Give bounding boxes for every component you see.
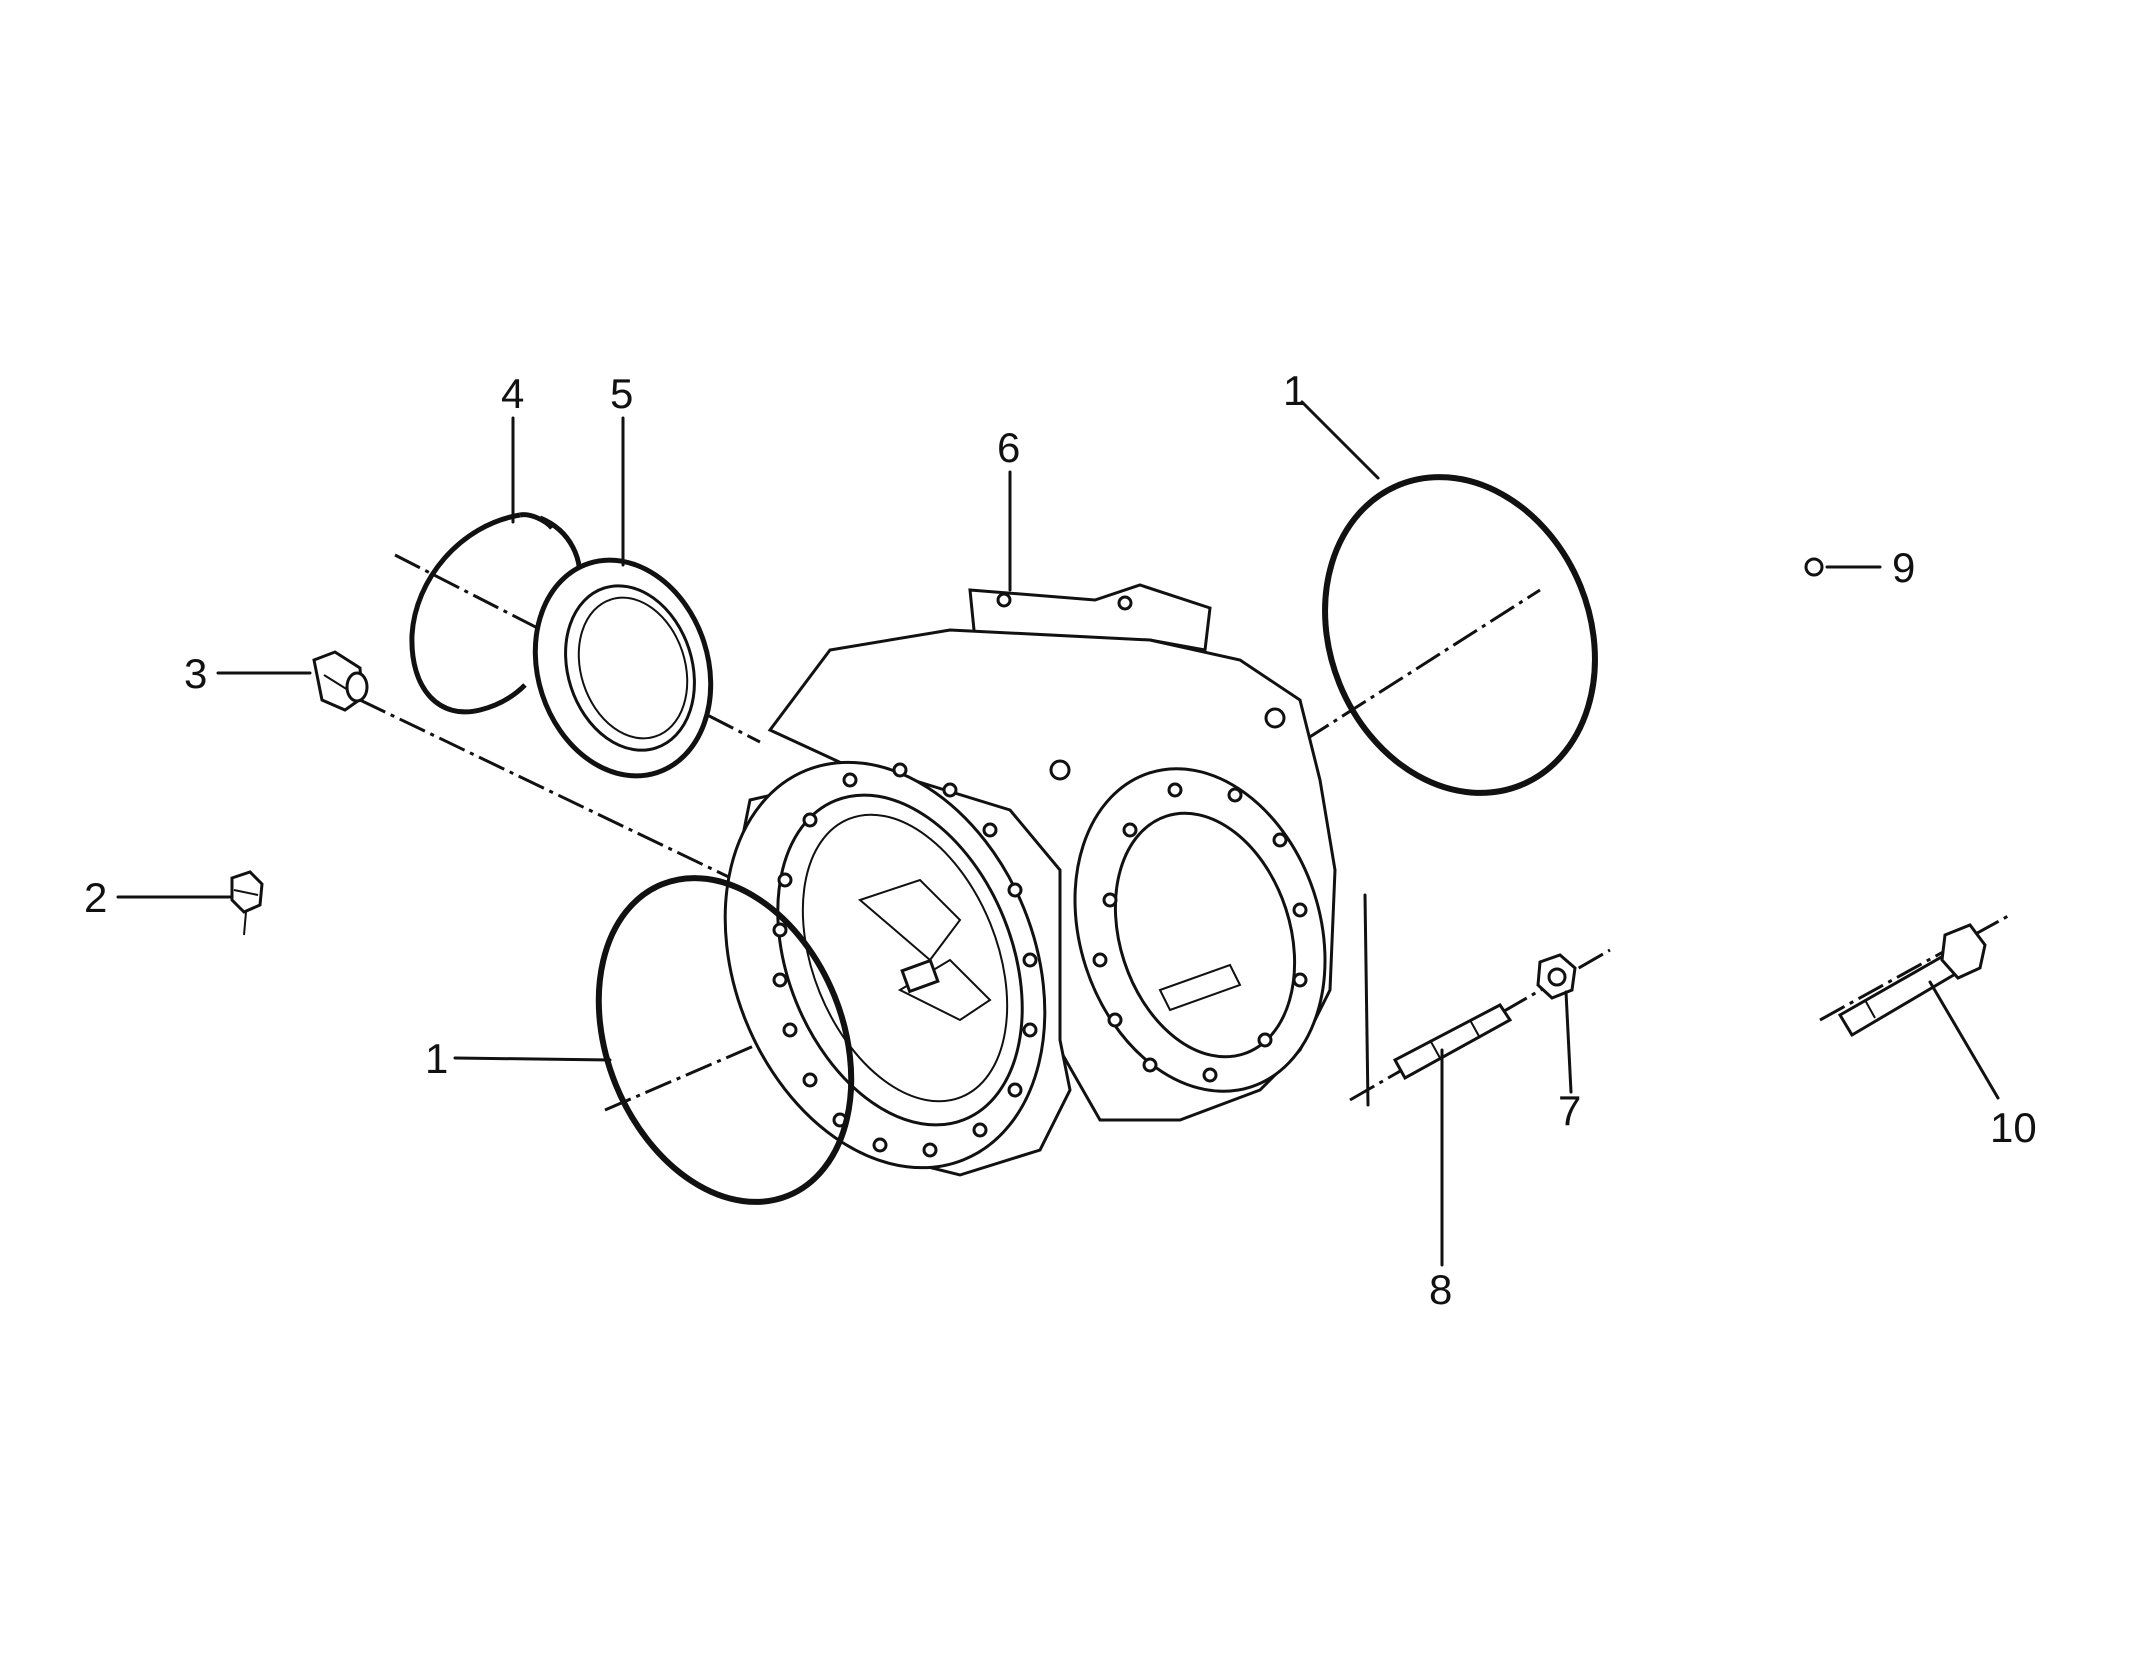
- callout-3: 3: [184, 650, 207, 697]
- callout-10: 10: [1990, 1104, 2037, 1151]
- callout-6: 6: [997, 424, 1020, 471]
- callout-4: 4: [501, 370, 524, 417]
- transmission-housing: [723, 583, 1337, 1177]
- callout-5: 5: [610, 370, 633, 417]
- right-flange-bolt-holes: [1092, 782, 1308, 1083]
- drain-plug: [312, 650, 369, 712]
- callout-1-upper: 1: [1283, 367, 1306, 414]
- stud: [1363, 893, 1513, 1107]
- hex-bolt: [1837, 923, 1987, 1038]
- breather-fitting: [230, 870, 264, 936]
- callout-labels: 1 1 2 3 4 5 6 7 8 9 10: [84, 367, 2037, 1313]
- callout-8: 8: [1429, 1266, 1452, 1313]
- o-ring-right: [1322, 474, 1598, 796]
- callout-7: 7: [1558, 1087, 1581, 1134]
- callout-2: 2: [84, 874, 107, 921]
- left-flange-bolt-holes: [772, 762, 1038, 1158]
- leader-lines: [116, 400, 2000, 1267]
- callout-9: 9: [1892, 544, 1915, 591]
- callout-1-lower: 1: [425, 1035, 448, 1082]
- hex-nut: [1536, 953, 1577, 1000]
- oil-seal: [532, 557, 714, 779]
- small-nut: [1804, 557, 1824, 577]
- o-ring-left: [595, 875, 855, 1205]
